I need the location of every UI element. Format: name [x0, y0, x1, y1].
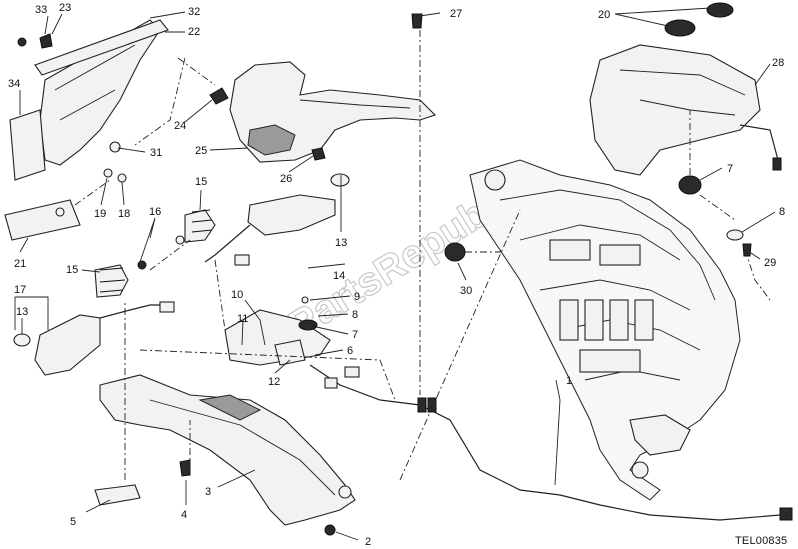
turn-signal-right	[175, 173, 350, 266]
license-holder-cover	[209, 61, 437, 163]
callout-30: 30	[460, 285, 472, 297]
license-plate-bracket	[4, 19, 169, 241]
callout-labels: 33 23 32 22 34 31 19 18 21 24 25 26 27 2…	[8, 2, 785, 548]
lower-license-holder	[94, 374, 356, 536]
callout-4: 4	[181, 509, 187, 521]
callout-14: 14	[333, 270, 345, 282]
license-light-bracket	[224, 296, 793, 521]
hardware-fasteners	[137, 13, 752, 270]
callout-10: 10	[231, 289, 243, 301]
turn-signal-left	[13, 264, 175, 376]
callout-28: 28	[772, 57, 784, 69]
callout-15-lower: 15	[66, 264, 78, 276]
assembly-lines	[74, 30, 771, 481]
callout-22: 22	[188, 26, 200, 38]
tail-cover	[589, 2, 782, 176]
callout-5: 5	[70, 516, 76, 528]
callout-12: 12	[268, 376, 280, 388]
callout-27: 27	[450, 8, 462, 20]
callout-21: 21	[14, 258, 26, 270]
callout-8-lower: 8	[352, 309, 358, 321]
callout-13-right: 13	[335, 237, 347, 249]
callout-33: 33	[35, 4, 47, 16]
callout-25: 25	[195, 145, 207, 157]
callout-2: 2	[365, 536, 371, 548]
callout-7-lower: 7	[352, 329, 358, 341]
callout-24: 24	[174, 120, 186, 132]
rear-subframe	[469, 159, 741, 501]
callout-11: 11	[237, 313, 248, 325]
callout-leaders	[14, 7, 776, 541]
callout-18: 18	[118, 208, 130, 220]
callout-31: 31	[150, 147, 162, 159]
callout-3: 3	[205, 486, 211, 498]
callout-23: 23	[59, 2, 71, 14]
callout-34: 34	[8, 78, 20, 90]
drawing-code: TEL00835	[735, 535, 787, 547]
callout-8-upper: 8	[779, 206, 785, 218]
callout-16: 16	[149, 206, 161, 218]
callout-17: 17	[14, 284, 26, 296]
callout-6: 6	[347, 345, 353, 357]
callout-9: 9	[354, 291, 360, 303]
callout-13-left: 13	[16, 306, 28, 318]
callout-1: 1	[566, 375, 572, 387]
callout-26: 26	[280, 173, 292, 185]
callout-20: 20	[598, 9, 610, 21]
callout-32: 32	[188, 6, 200, 18]
callout-15-upper: 15	[195, 176, 207, 188]
callout-19: 19	[94, 208, 106, 220]
callout-29: 29	[764, 257, 776, 269]
callout-7-upper: 7	[727, 163, 733, 175]
